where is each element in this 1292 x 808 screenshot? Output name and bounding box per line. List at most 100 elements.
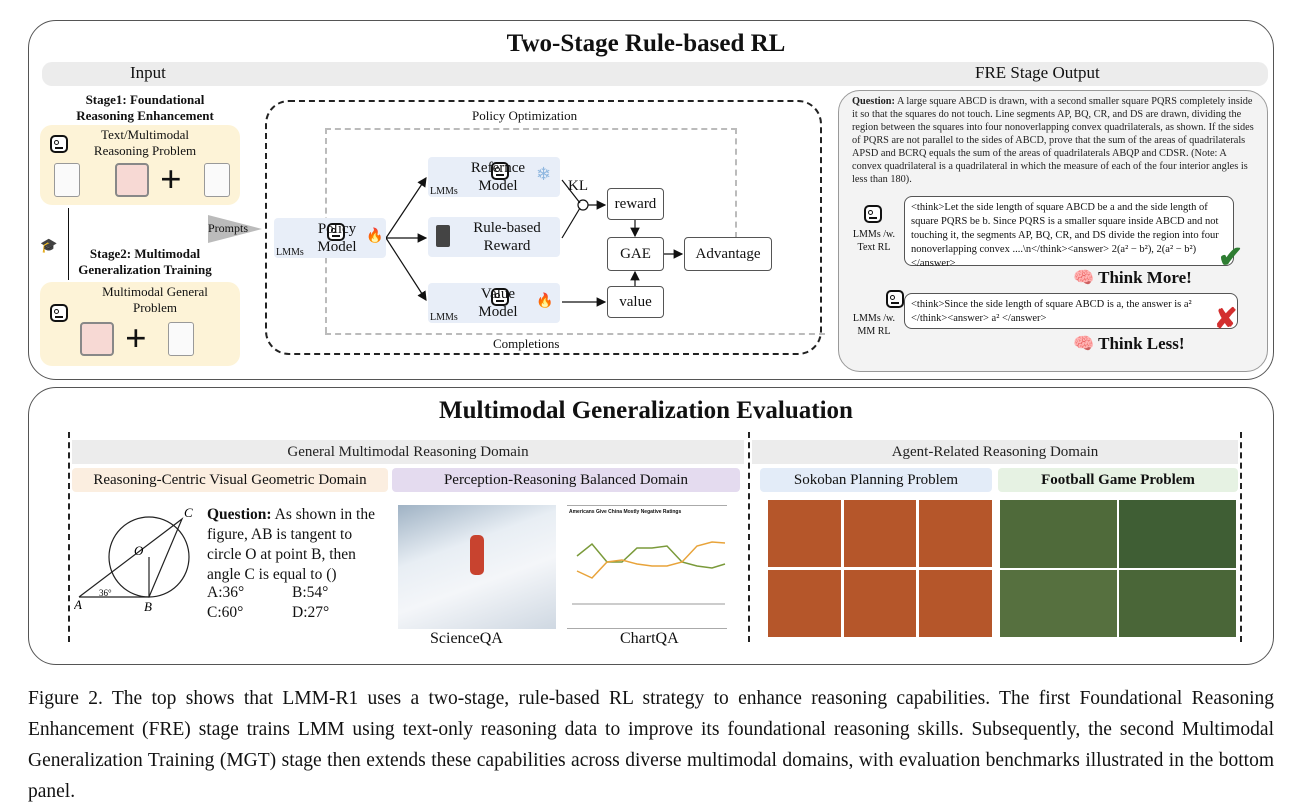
stage-arrow <box>68 208 69 280</box>
robot-graduate-icon <box>864 205 882 223</box>
bottom-panel <box>28 387 1274 665</box>
question-body: A large square ABCD is drawn, with a sec… <box>852 96 1254 185</box>
stage2-heading: Stage2: Multimodal Generalization Traini… <box>78 246 212 277</box>
scienceqa-image <box>398 505 556 629</box>
sokoban-board <box>843 570 917 637</box>
output-label: FRE Stage Output <box>975 63 1100 82</box>
document-icon <box>54 163 80 197</box>
header-band <box>42 62 1268 86</box>
image-icon <box>80 322 114 356</box>
geo-options: A:36° B:54° C:60° D:27° <box>207 583 377 623</box>
fire-icon: 🔥 <box>536 294 554 309</box>
value-box: value <box>607 286 664 318</box>
graduation-cap-icon: 🎓 <box>40 239 58 254</box>
sokoban-board <box>919 500 992 567</box>
geometry-figure: A B C O 36° <box>74 505 193 614</box>
chartqa-label: ChartQA <box>620 630 679 647</box>
flow-arrows <box>385 177 684 307</box>
geo-angle: 36° <box>99 588 112 598</box>
stage1-box-label: Text/Multimodal Reasoning Problem <box>93 127 197 158</box>
agent-domain-band: Agent-Related Reasoning Domain <box>752 440 1238 464</box>
fire-icon: 🔥 <box>366 229 384 244</box>
geo-question-label: Question: <box>207 506 272 523</box>
sokoban-board <box>919 570 992 637</box>
geo-label-o: O <box>134 543 144 558</box>
bottom-title: Multimodal Generalization Evaluation <box>439 397 853 424</box>
policy-model-label: Policy Model <box>317 221 357 255</box>
policy-optimization-label: Policy Optimization <box>472 108 578 123</box>
sokoban-board <box>768 500 841 567</box>
prompts-arrow <box>208 215 262 243</box>
think-less-text: Think Less! <box>1098 334 1185 353</box>
sokoban-label: Sokoban Planning Problem <box>760 468 992 492</box>
sokoban-image <box>768 500 992 637</box>
reference-model-box: LMMs Refernce Model ❄ <box>428 157 560 197</box>
lmms-label: LMMs <box>430 186 458 197</box>
robot-graduate-icon <box>50 304 68 322</box>
option-a: A:36° <box>207 584 245 601</box>
image-icon <box>115 163 149 197</box>
policy-model-box: LMMs Policy Model 🔥 <box>274 218 386 258</box>
stage2-box-label: Multimodal General Problem <box>102 284 208 315</box>
geo-question: Question: As shown in the figure, AB is … <box>207 505 377 585</box>
snowflake-icon: ❄ <box>536 164 552 184</box>
figure-caption: Figure 2. The top shows that LMM-R1 uses… <box>28 688 1274 802</box>
gae-box: GAE <box>607 237 664 271</box>
value-model-label: Value Model <box>478 286 518 320</box>
question-label: Question: <box>852 96 895 107</box>
football-label: Football Game Problem <box>998 468 1238 492</box>
robot-graduate-icon <box>886 290 904 308</box>
rule-reward-label: Rule-based Reward <box>473 220 541 254</box>
robot-icon <box>327 223 345 241</box>
brain-icon: 🧠 <box>1073 268 1095 287</box>
document-icon <box>204 163 230 197</box>
kl-label: KL <box>568 178 588 194</box>
input-label: Input <box>130 63 166 82</box>
sokoban-board <box>843 500 917 567</box>
text-rl-label: LMMs /w. Text RL <box>852 229 896 253</box>
chart-thumb-title: Americans Give China Mostly Negative Rat… <box>569 509 682 515</box>
feedback-right <box>735 128 737 238</box>
geo-label-a: A <box>74 597 82 612</box>
think-less-label: 🧠 Think Less! <box>1073 334 1185 354</box>
divider <box>748 432 750 642</box>
football-frame <box>1119 500 1236 568</box>
robot-icon <box>50 135 68 153</box>
geo-label-b: B <box>144 599 152 614</box>
brain-icon: 🧠 <box>1073 334 1095 353</box>
geo-label-c: C <box>184 505 193 520</box>
top-panel <box>28 20 1274 380</box>
option-b: B:54° <box>292 584 329 601</box>
chartqa-image: Americans Give China Mostly Negative Rat… <box>567 505 727 629</box>
robot-icon <box>491 288 509 306</box>
geo-question-body: As shown in the figure, AB is tangent to… <box>207 506 375 583</box>
stage2-box: Multimodal General Problem + <box>40 282 240 366</box>
reference-model-label: Refernce Model <box>470 160 526 194</box>
mm-rl-label: LMMs /w. MM RL <box>852 313 896 337</box>
sokoban-board <box>768 570 841 637</box>
chart-thumbnail <box>572 541 726 605</box>
lmms-label: LMMs <box>430 312 458 323</box>
plus-icon: + <box>125 318 147 360</box>
reward-box: reward <box>607 188 664 220</box>
completions-label: Completions <box>493 336 560 351</box>
lmms-label: LMMs <box>276 247 304 258</box>
football-frame <box>1000 569 1117 637</box>
snowboarder <box>470 535 484 575</box>
value-model-box: LMMs Value Model 🔥 <box>428 283 560 323</box>
robot-icon <box>491 162 509 180</box>
completions-line <box>325 333 825 335</box>
think-more-label: 🧠 Think More! <box>1073 268 1192 288</box>
divider <box>68 432 70 642</box>
policy-optimization-frame <box>265 100 822 355</box>
rule-reward-box: Rule-based Reward <box>428 217 560 257</box>
football-image <box>1000 500 1236 637</box>
mm-rl-response: <think>Since the side length of square A… <box>904 293 1238 329</box>
option-d: D:27° <box>292 604 330 621</box>
option-c: C:60° <box>207 604 244 621</box>
geo-domain-label: Reasoning-Centric Visual Geometric Domai… <box>72 468 388 492</box>
top-title: Two-Stage Rule-based RL <box>506 30 786 57</box>
plus-icon: + <box>160 159 182 201</box>
prompts-label: Prompts <box>208 221 249 235</box>
football-frame <box>1119 569 1236 637</box>
